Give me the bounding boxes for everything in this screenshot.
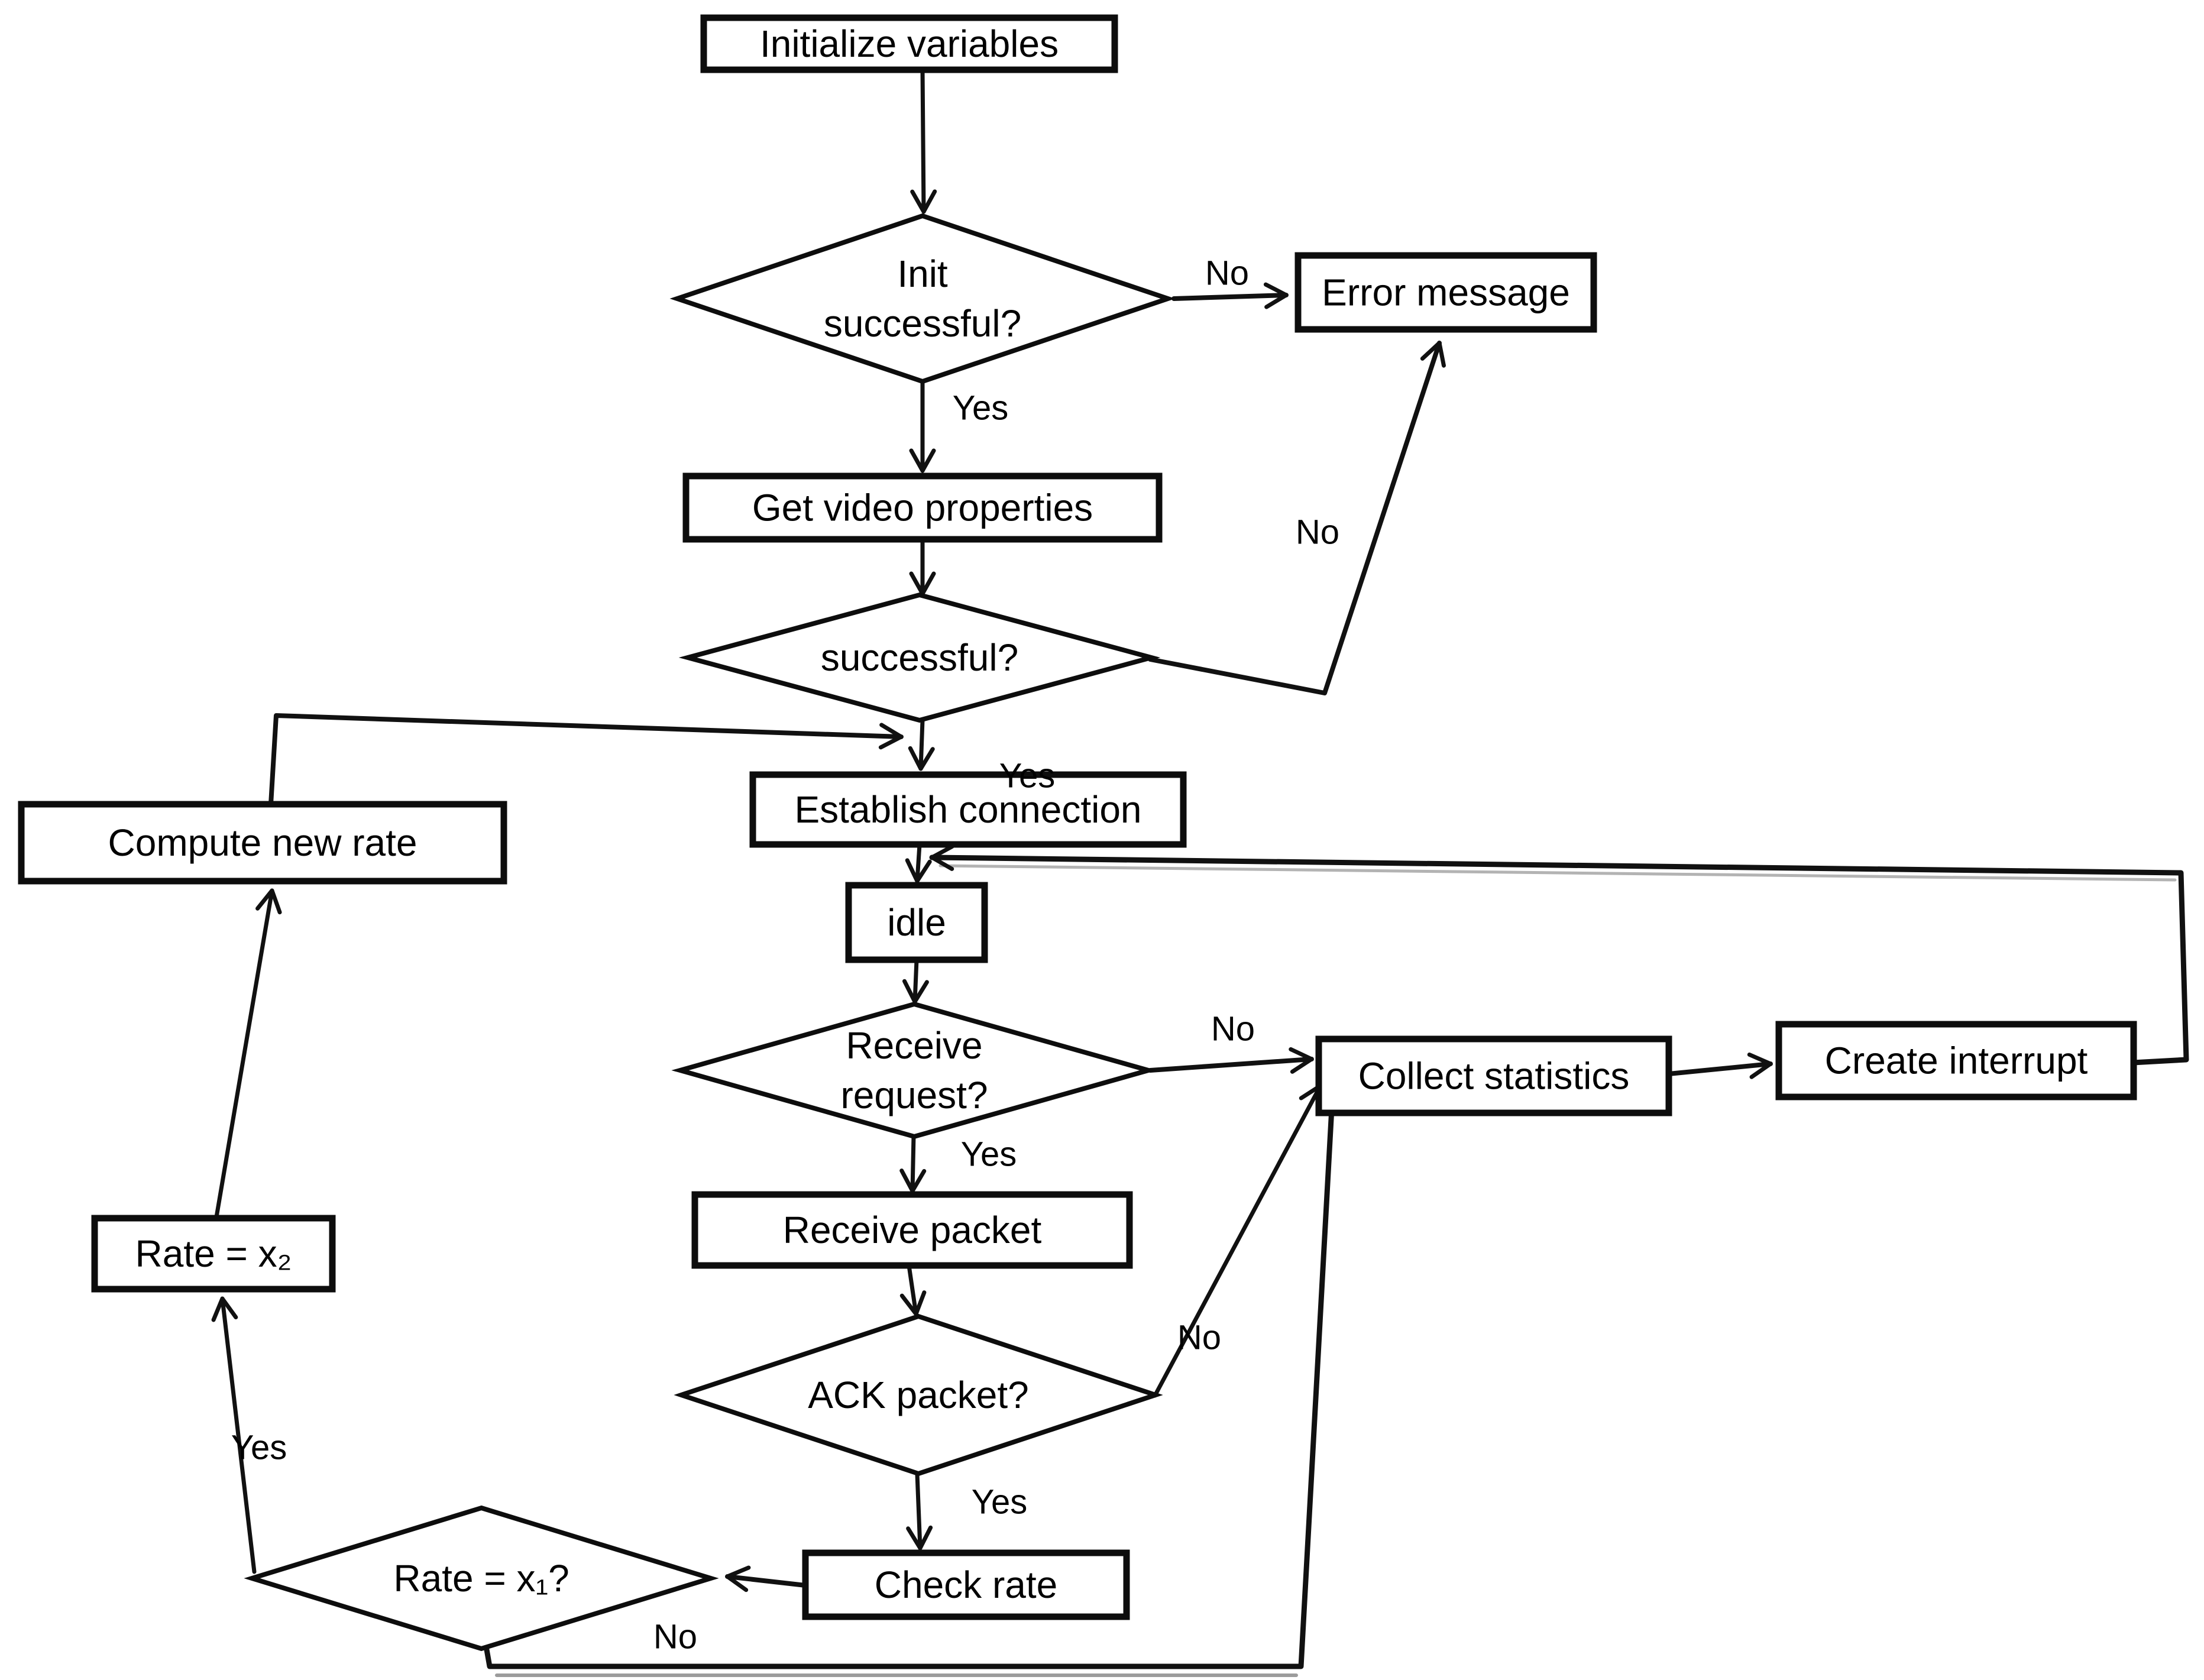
- get-video-properties-label: Get video properties: [752, 487, 1093, 529]
- node-initialize-variables: Initialize variables: [700, 14, 1118, 73]
- echo-feedback-line: [938, 864, 2177, 882]
- get-video-properties-box: [682, 472, 1163, 543]
- edge-receive-request-no-to-collect: [1148, 1047, 1314, 1074]
- node-get-video-properties: Get video properties: [682, 472, 1163, 543]
- node-idle: idle: [845, 882, 988, 963]
- edge-init-to-init-check: [910, 67, 937, 214]
- rate-x1-label: Rate = x₁?: [393, 1557, 569, 1600]
- label-no-rate-x1: No: [653, 1618, 697, 1656]
- initialize-variables-box: [700, 14, 1118, 73]
- edge-establish-to-idle: [905, 842, 932, 883]
- establish-connection-label: Establish connection: [794, 788, 1141, 831]
- label-no-ack: No: [1177, 1319, 1221, 1357]
- node-error-message: Error message: [1294, 252, 1597, 333]
- compute-new-rate-box: [18, 801, 507, 885]
- label-no-success-check: No: [1296, 513, 1339, 552]
- successful-label: successful?: [821, 636, 1018, 679]
- edge-layer: [211, 67, 2189, 1669]
- init-successful-diamond: [669, 213, 1176, 384]
- error-message-box: [1294, 252, 1597, 333]
- edge-receive-packet-to-ack-check: [899, 1263, 927, 1316]
- edge-check-rate-to-rate-x1: [725, 1565, 808, 1592]
- edge-idle-to-receive-request: [902, 957, 929, 1004]
- label-no-init-check: No: [1205, 254, 1249, 293]
- collect-statistics-box: [1315, 1035, 1672, 1116]
- node-check-rate: Check rate: [802, 1549, 1130, 1620]
- node-compute-new-rate: Compute new rate: [18, 801, 507, 885]
- node-ack-packet: ACK packet?: [674, 1313, 1163, 1477]
- node-receive-packet: Receive packet: [691, 1191, 1133, 1269]
- node-successful: successful?: [678, 592, 1161, 723]
- create-interrupt-box: [1775, 1021, 2137, 1100]
- label-yes-rate-x1: Yes: [231, 1429, 287, 1467]
- initialize-variables-label: Initialize variables: [760, 22, 1059, 65]
- label-yes-ack: Yes: [972, 1483, 1028, 1522]
- node-rate-x1: Rate = x₁?: [244, 1505, 719, 1652]
- edge-init-check-no-to-error: [1171, 282, 1289, 309]
- ack-packet-label: ACK packet?: [808, 1374, 1029, 1416]
- ack-packet-diamond: [674, 1313, 1163, 1477]
- edge-ack-yes-to-check-rate: [906, 1472, 933, 1550]
- edge-rate-x1-no-to-collect-junction: [483, 1084, 1345, 1669]
- establish-connection-box: [749, 771, 1187, 848]
- edge-rate-x1-yes-to-rate-x2: [211, 1296, 257, 1574]
- rate-x1-diamond: [244, 1505, 719, 1652]
- edge-rate-x2-to-compute: [214, 888, 282, 1219]
- collect-statistics-label: Collect statistics: [1358, 1055, 1630, 1098]
- label-yes-receive-request: Yes: [961, 1135, 1017, 1174]
- node-collect-statistics: Collect statistics: [1315, 1035, 1672, 1116]
- label-yes-init-check: Yes: [953, 389, 1009, 428]
- node-rate-x2: Rate = x₂: [91, 1215, 336, 1293]
- idle-label: idle: [887, 901, 946, 944]
- edge-collect-to-create: [1666, 1052, 1773, 1079]
- edge-ack-no-to-collect-junction: [1153, 1083, 1323, 1398]
- node-create-interrupt: Create interrupt: [1775, 1021, 2137, 1100]
- edge-compute-to-establish-feedback: [268, 713, 904, 807]
- label-no-receive-request: No: [1211, 1010, 1255, 1048]
- receive-packet-box: [691, 1191, 1133, 1269]
- successful-diamond: [678, 592, 1161, 723]
- label-yes-success-check: Yes: [999, 757, 1056, 795]
- node-establish-connection: Establish connection: [749, 771, 1187, 848]
- receive-request-diamond: [671, 1001, 1157, 1140]
- rate-x2-label: Rate = x₂: [135, 1232, 292, 1275]
- rate-x2-box: [91, 1215, 336, 1293]
- edge-create-to-establish-feedback: [929, 844, 2189, 1066]
- idle-box: [845, 882, 988, 963]
- artifact-layer: [495, 864, 2177, 1677]
- compute-new-rate-label: Compute new rate: [108, 821, 418, 864]
- edge-success-check-yes-to-establish: [908, 718, 935, 771]
- create-interrupt-label: Create interrupt: [1825, 1040, 2088, 1082]
- error-message-label: Error message: [1322, 271, 1570, 314]
- check-rate-box: [802, 1549, 1130, 1620]
- edge-receive-request-yes-to-receive-packet: [899, 1133, 927, 1193]
- receive-packet-label: Receive packet: [783, 1209, 1042, 1251]
- edge-success-check-no-to-error: [1148, 341, 1446, 695]
- check-rate-label: Check rate: [875, 1564, 1057, 1606]
